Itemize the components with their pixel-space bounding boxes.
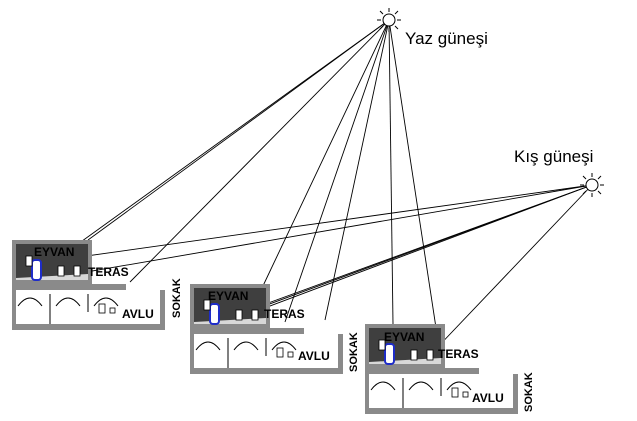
teras-label: TERAS [88, 265, 129, 279]
sokak-label: SOKAK [523, 372, 535, 412]
avlu-label: AVLU [122, 307, 154, 321]
winter-ray [39, 184, 593, 281]
winter-ray [432, 184, 593, 353]
sokak-label: SOKAK [171, 278, 183, 318]
sokak-label: SOKAK [348, 332, 360, 372]
summer-ray [284, 19, 390, 323]
winter-ray [57, 184, 593, 261]
winter-sun-icon [580, 173, 604, 197]
summer-sun-label: Yaz güneşi [405, 29, 488, 48]
teras-label: TERAS [438, 347, 479, 361]
summer-ray [261, 19, 390, 289]
winter-ray [259, 184, 593, 307]
summer-ray [87, 19, 390, 241]
eyvan-label: EYVAN [208, 289, 248, 303]
summer-ray [388, 19, 441, 355]
winter-sun-label: Kış güneşi [514, 147, 593, 166]
eyvan-label: EYVAN [384, 330, 424, 344]
summer-sun-rays [27, 19, 441, 355]
avlu-label: AVLU [472, 391, 504, 405]
summer-sun-icon [377, 8, 401, 32]
teras-label: TERAS [264, 307, 305, 321]
summer-ray [27, 19, 390, 281]
eyvan-label: EYVAN [34, 245, 74, 259]
summer-ray [324, 19, 390, 321]
summer-ray [388, 19, 394, 325]
winter-sun-rays [39, 184, 593, 353]
summer-ray [129, 19, 390, 283]
avlu-label: AVLU [298, 349, 330, 363]
